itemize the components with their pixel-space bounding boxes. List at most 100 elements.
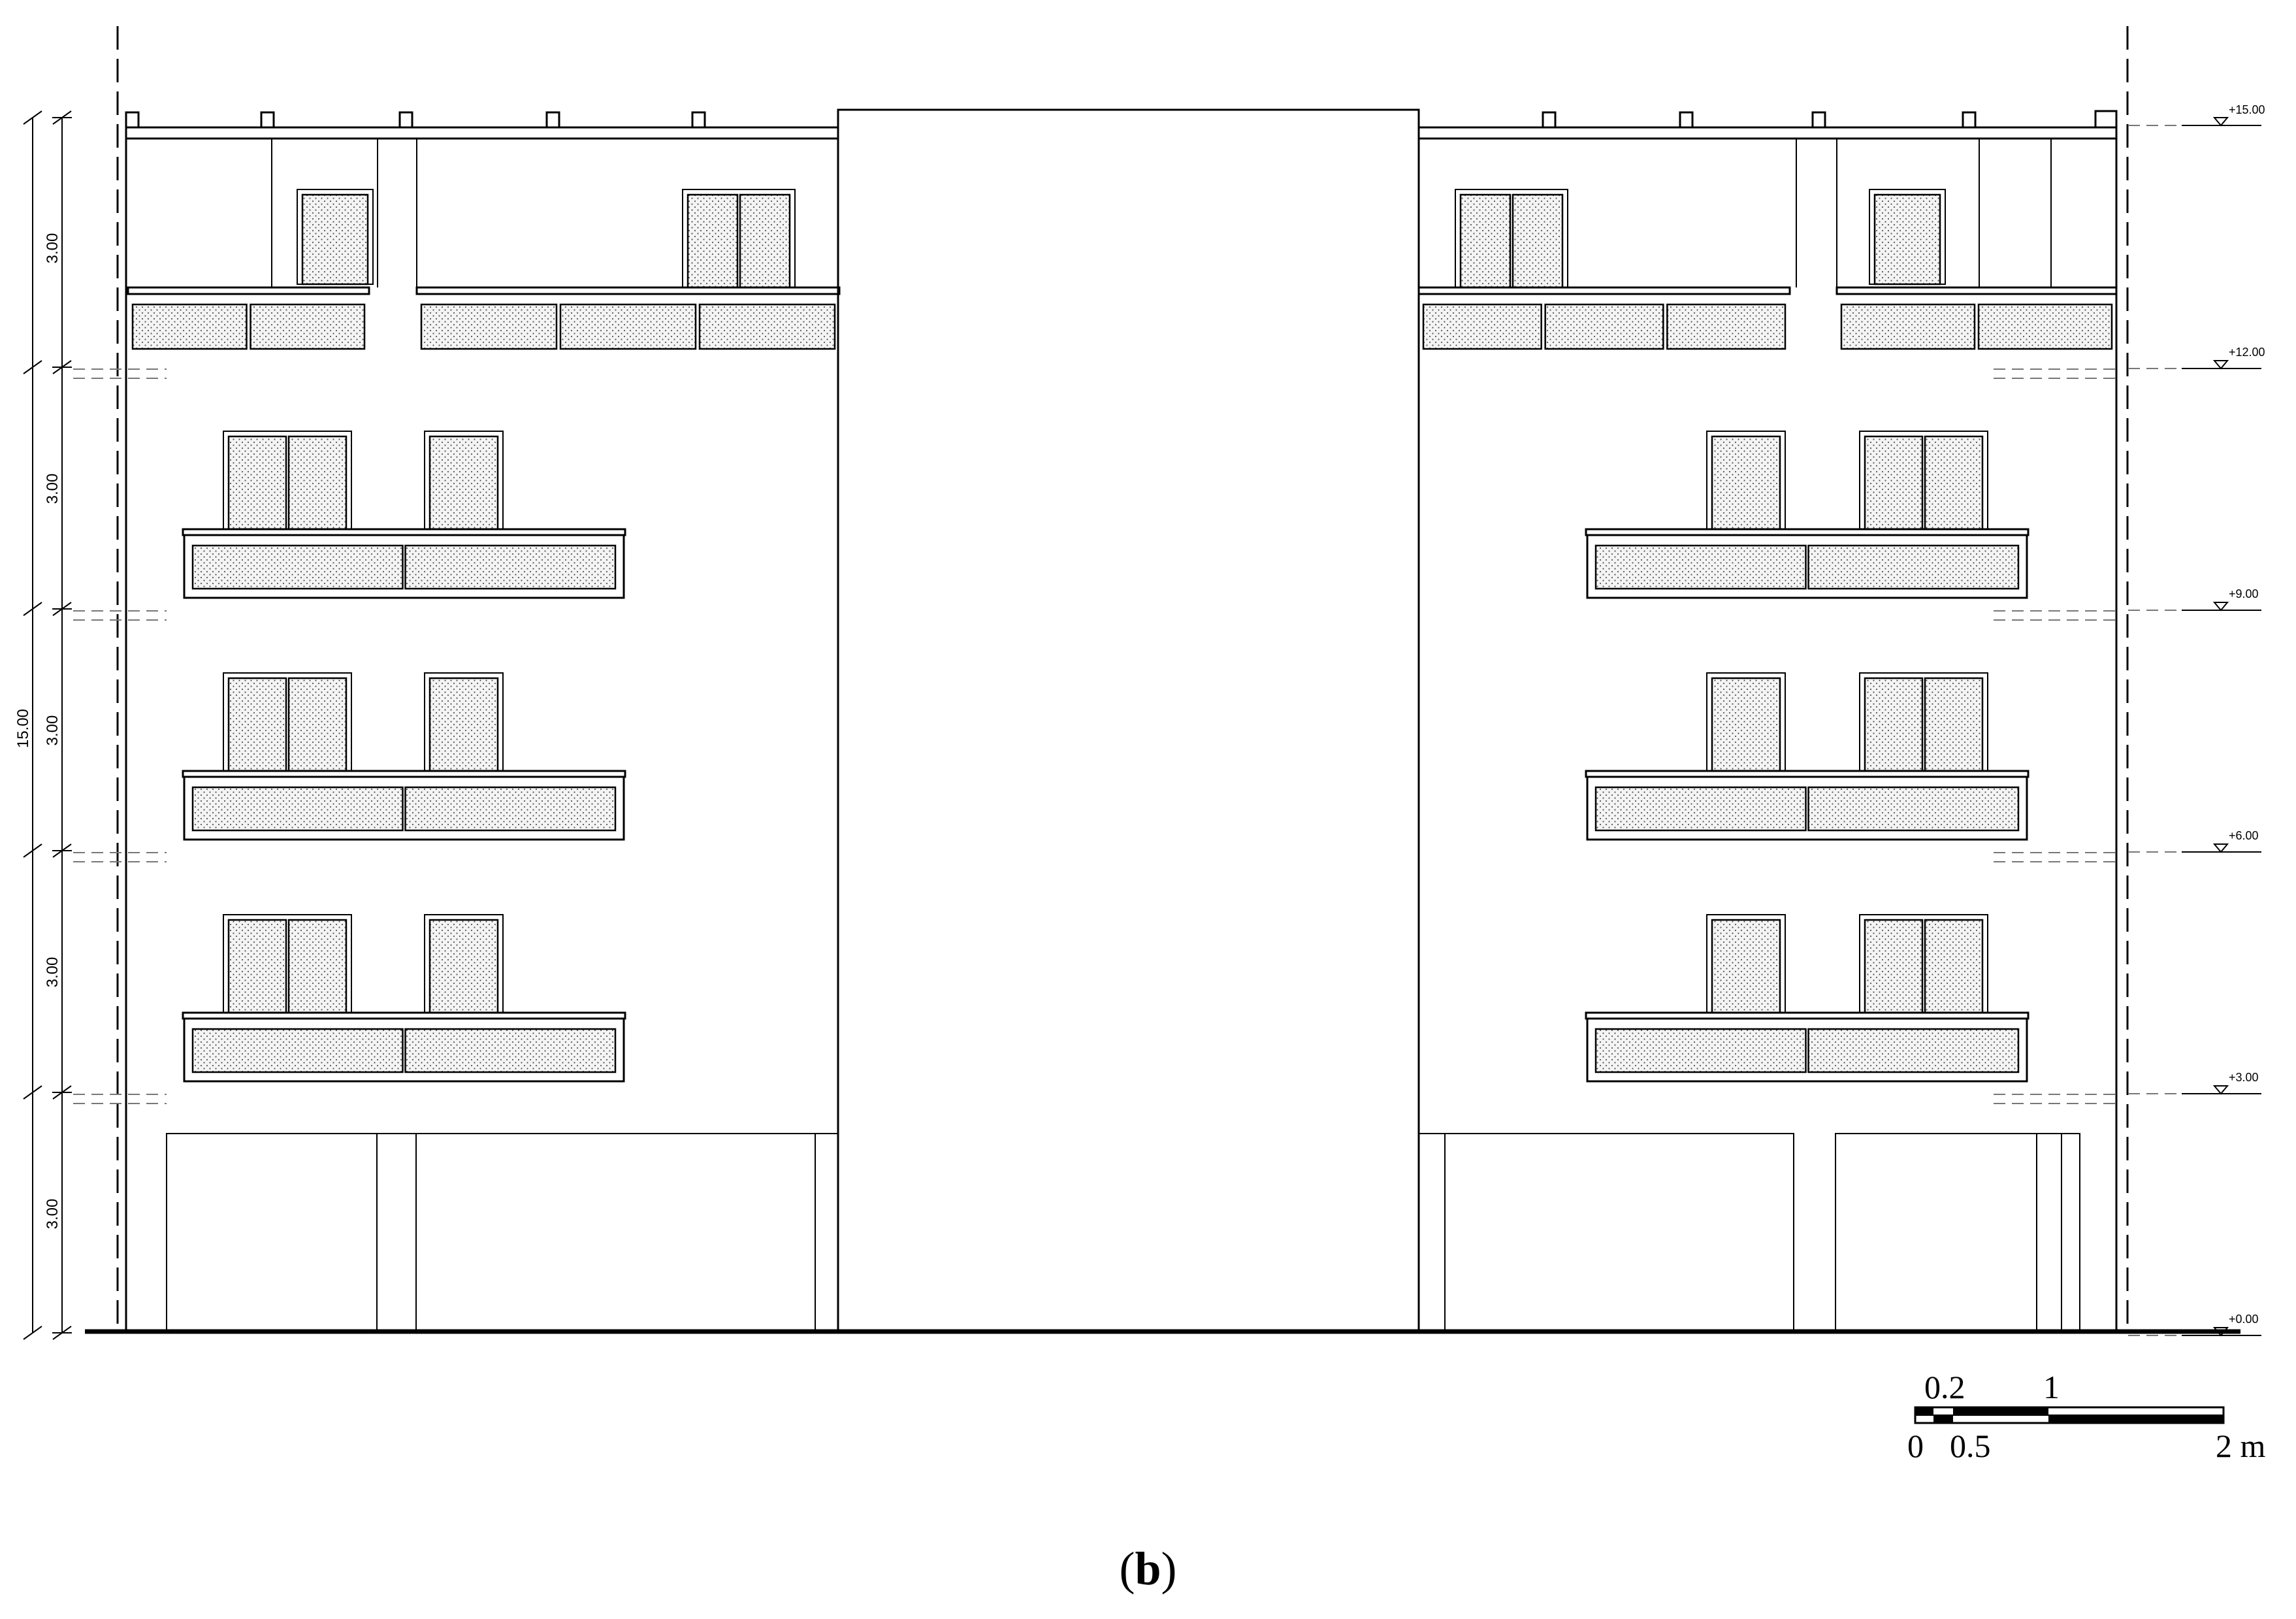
balconies <box>182 431 2029 1083</box>
scale-label: 0.5 <box>1950 1428 1991 1464</box>
level-label: +15.00 <box>2229 103 2265 116</box>
railing-panel <box>1807 1028 2020 1073</box>
railing-panel <box>559 303 697 350</box>
top-railing <box>127 286 370 350</box>
level-triangle <box>2212 1085 2229 1095</box>
central-volume <box>837 108 1420 1333</box>
balcony-door <box>297 189 374 286</box>
french-door <box>1859 914 1988 1014</box>
level-triangle <box>2212 1327 2229 1337</box>
railing-panel <box>1977 303 2113 350</box>
top-floor-railings <box>127 286 2118 350</box>
balcony-door <box>424 431 504 531</box>
french-door <box>1859 672 1988 772</box>
level-label: +9.00 <box>2229 587 2259 600</box>
railing-panel <box>404 1028 617 1073</box>
handrail <box>415 286 841 295</box>
scale-label: 1 <box>2043 1369 2060 1405</box>
balcony-slab <box>183 534 625 599</box>
balcony-slab <box>183 776 625 841</box>
balcony-slab <box>183 1017 625 1083</box>
dimension-lines: 3.00 3.00 3.00 3.00 3.00 15.00 <box>14 110 72 1340</box>
top-floor-windows <box>297 189 1946 289</box>
level-label: +6.00 <box>2229 829 2259 842</box>
scale-label: 0 <box>1907 1428 1924 1464</box>
french-door <box>223 914 352 1014</box>
level-label: +0.00 <box>2229 1313 2259 1326</box>
balcony <box>1585 672 2029 841</box>
railing-panel <box>1594 1028 1807 1073</box>
railing-panel <box>420 303 558 350</box>
top-railing <box>1417 286 1791 350</box>
railing-panel <box>191 1028 404 1073</box>
balcony <box>182 431 626 599</box>
balcony-door <box>424 672 504 772</box>
railing-panel <box>1840 303 1976 350</box>
level-label: +12.00 <box>2229 346 2265 359</box>
level-triangle <box>2212 117 2229 127</box>
slab-level-marks <box>73 368 2116 1104</box>
railing-panel <box>404 544 617 590</box>
level-triangle <box>2212 360 2229 370</box>
dim-tick <box>23 1326 42 1340</box>
level-label: +3.00 <box>2229 1071 2259 1084</box>
railing-panel <box>1422 303 1542 350</box>
balcony-door <box>1869 189 1946 286</box>
balcony <box>182 914 626 1083</box>
top-railing <box>415 286 841 350</box>
french-door <box>1455 189 1568 289</box>
storey-dimension: 3.00 <box>44 1199 61 1230</box>
handrail <box>1835 286 2118 295</box>
railing-panel <box>1594 786 1807 832</box>
french-door <box>682 189 796 289</box>
balcony-slab <box>1586 776 2028 841</box>
french-door <box>1859 431 1988 531</box>
dim-tick <box>23 843 42 858</box>
scale-label: 2 m <box>2216 1428 2266 1464</box>
level-markers: +15.00 +12.00 +9.00 +6.00 +3.00 +0.00 <box>2128 103 2265 1337</box>
balcony-door <box>1706 431 1786 531</box>
handrail <box>1417 286 1791 295</box>
railing-panel <box>1544 303 1664 350</box>
total-height-dimension: 15.00 <box>14 709 32 748</box>
balcony-door <box>424 914 504 1014</box>
level-triangle <box>2212 843 2229 853</box>
balcony-door <box>1706 672 1786 772</box>
french-door <box>223 431 352 531</box>
ground-floor-openings <box>166 1133 2080 1332</box>
balcony-door <box>1706 914 1786 1014</box>
railing-panel <box>1594 544 1807 590</box>
french-door <box>223 672 352 772</box>
storey-dimension: 3.00 <box>44 715 61 746</box>
railing-panel <box>1807 544 2020 590</box>
balcony <box>182 672 626 841</box>
dim-tick <box>23 602 42 616</box>
balcony <box>1585 914 2029 1083</box>
dim-tick <box>23 1085 42 1100</box>
roof-caps <box>125 111 1977 129</box>
railing-panel <box>404 786 617 832</box>
figure-caption: (b) <box>1119 1543 1177 1595</box>
level-triangle <box>2212 602 2229 612</box>
scale-label: 0.2 <box>1924 1369 1965 1405</box>
top-railing <box>1835 286 2118 350</box>
storey-dimension: 3.00 <box>44 474 61 504</box>
railing-panel <box>191 544 404 590</box>
railing-panel <box>1666 303 1787 350</box>
balcony <box>1585 431 2029 599</box>
dim-tick <box>23 360 42 374</box>
railing-panel <box>191 786 404 832</box>
top-floor-setback <box>271 139 2052 287</box>
scale-bar: 0.2 1 0 0.5 2 m <box>1907 1369 2266 1464</box>
railing-panel <box>698 303 836 350</box>
balcony-slab <box>1586 534 2028 599</box>
storey-dimension: 3.00 <box>44 957 61 988</box>
storey-dimension: 3.00 <box>44 233 61 264</box>
handrail <box>127 286 370 295</box>
railing-panel <box>250 303 366 350</box>
railing-panel <box>131 303 248 350</box>
building-outline <box>125 108 2118 1333</box>
railing-panel <box>1807 786 2020 832</box>
dim-tick <box>23 110 42 125</box>
